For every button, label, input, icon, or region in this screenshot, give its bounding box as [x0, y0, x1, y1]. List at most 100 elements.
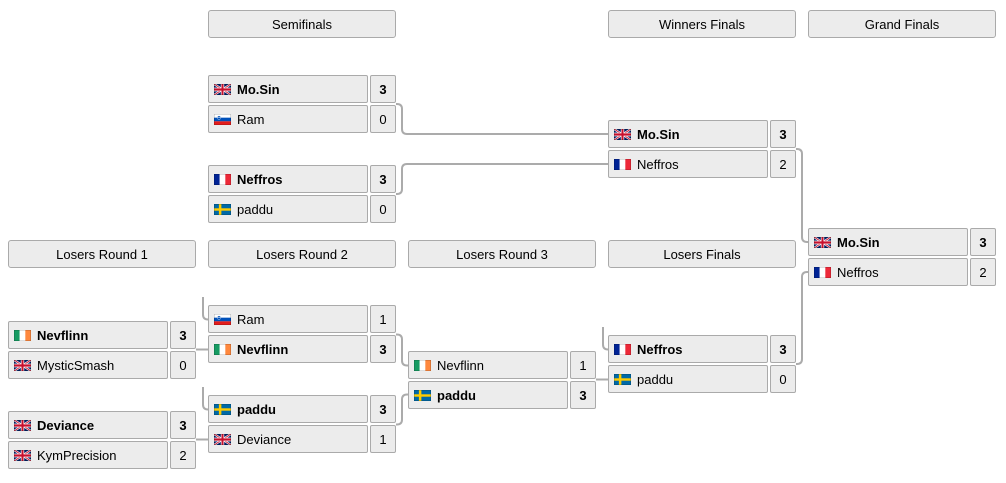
player-name: Neffros: [837, 264, 879, 280]
player-name: Ram: [237, 111, 265, 127]
player-score: 3: [170, 411, 196, 439]
player-name: Deviance: [37, 417, 95, 433]
player-name-cell[interactable]: KymPrecision: [8, 441, 168, 469]
player-score: 3: [370, 335, 396, 363]
player-name-cell[interactable]: Deviance: [8, 411, 168, 439]
player-score: 3: [170, 321, 196, 349]
player-name-cell[interactable]: Nevflinn: [408, 351, 568, 379]
round-header-grand-finals: Grand Finals: [808, 10, 996, 38]
round-header-winners-finals: Winners Finals: [608, 10, 796, 38]
flag-se-icon: [414, 389, 431, 401]
player-name-cell[interactable]: Neffros: [208, 165, 368, 193]
player-name: Mo.Sin: [637, 126, 680, 142]
flag-ie-icon: [214, 343, 231, 355]
player-name-cell[interactable]: Mo.Sin: [208, 75, 368, 103]
player-name-cell[interactable]: Neffros: [608, 150, 768, 178]
flag-se-icon: [214, 403, 231, 415]
player-row-ram[interactable]: Ram 0: [208, 105, 396, 133]
round-header-label: Winners Finals: [659, 16, 745, 32]
player-name: Ram: [237, 311, 265, 327]
player-score: 1: [370, 305, 396, 333]
player-name: paddu: [637, 371, 674, 387]
player-score: 3: [770, 335, 796, 363]
flag-gb-icon: [214, 433, 231, 445]
player-name: MysticSmash: [37, 357, 115, 373]
player-name-cell[interactable]: paddu: [208, 395, 368, 423]
flag-se-icon: [214, 203, 231, 215]
player-name-cell[interactable]: Deviance: [208, 425, 368, 453]
round-header-label: Grand Finals: [864, 16, 940, 32]
flag-fr-icon: [614, 158, 631, 170]
round-header-label: Losers Round 1: [56, 246, 148, 262]
player-name-cell[interactable]: Neffros: [608, 335, 768, 363]
flag-gb-icon: [14, 359, 31, 371]
flag-gb-icon: [614, 128, 631, 140]
round-header-label: Losers Finals: [663, 246, 741, 262]
player-name-cell[interactable]: Ram: [208, 305, 368, 333]
player-score: 0: [370, 195, 396, 223]
round-header-losers-round-2: Losers Round 2: [208, 240, 396, 268]
player-name-cell[interactable]: Mo.Sin: [808, 228, 968, 256]
player-name-cell[interactable]: paddu: [608, 365, 768, 393]
round-header-label: Semifinals: [272, 16, 332, 32]
player-name: Deviance: [237, 431, 292, 447]
player-row-deviance[interactable]: Deviance 3: [8, 411, 196, 439]
player-row-neffros[interactable]: Neffros 3: [608, 335, 796, 363]
player-row-nevflinn[interactable]: Nevflinn 3: [208, 335, 396, 363]
flag-si-icon: [214, 113, 231, 125]
flag-ie-icon: [414, 359, 431, 371]
flag-si-icon: [214, 313, 231, 325]
player-score: 2: [770, 150, 796, 178]
player-name-cell[interactable]: MysticSmash: [8, 351, 168, 379]
player-name: Neffros: [637, 341, 683, 357]
round-header-losers-finals: Losers Finals: [608, 240, 796, 268]
player-name-cell[interactable]: Ram: [208, 105, 368, 133]
round-header-losers-round-3: Losers Round 3: [408, 240, 596, 268]
player-name: Nevflinn: [437, 357, 484, 373]
player-score: 1: [370, 425, 396, 453]
player-name-cell[interactable]: Nevflinn: [208, 335, 368, 363]
round-header-semifinals: Semifinals: [208, 10, 396, 38]
player-score: 3: [370, 165, 396, 193]
player-name: Nevflinn: [237, 341, 289, 357]
flag-fr-icon: [214, 173, 231, 185]
player-name-cell[interactable]: paddu: [208, 195, 368, 223]
player-score: 3: [970, 228, 996, 256]
player-score: 2: [170, 441, 196, 469]
player-score: 3: [370, 395, 396, 423]
player-name: paddu: [437, 387, 476, 403]
flag-se-icon: [614, 373, 631, 385]
flag-ie-icon: [14, 329, 31, 341]
player-name-cell[interactable]: paddu: [408, 381, 568, 409]
player-row-ram[interactable]: Ram 1: [208, 305, 396, 333]
player-name-cell[interactable]: Mo.Sin: [608, 120, 768, 148]
player-row-deviance[interactable]: Deviance 1: [208, 425, 396, 453]
flag-gb-icon: [14, 449, 31, 461]
player-name-cell[interactable]: Nevflinn: [8, 321, 168, 349]
player-name-cell[interactable]: Neffros: [808, 258, 968, 286]
player-score: 0: [370, 105, 396, 133]
